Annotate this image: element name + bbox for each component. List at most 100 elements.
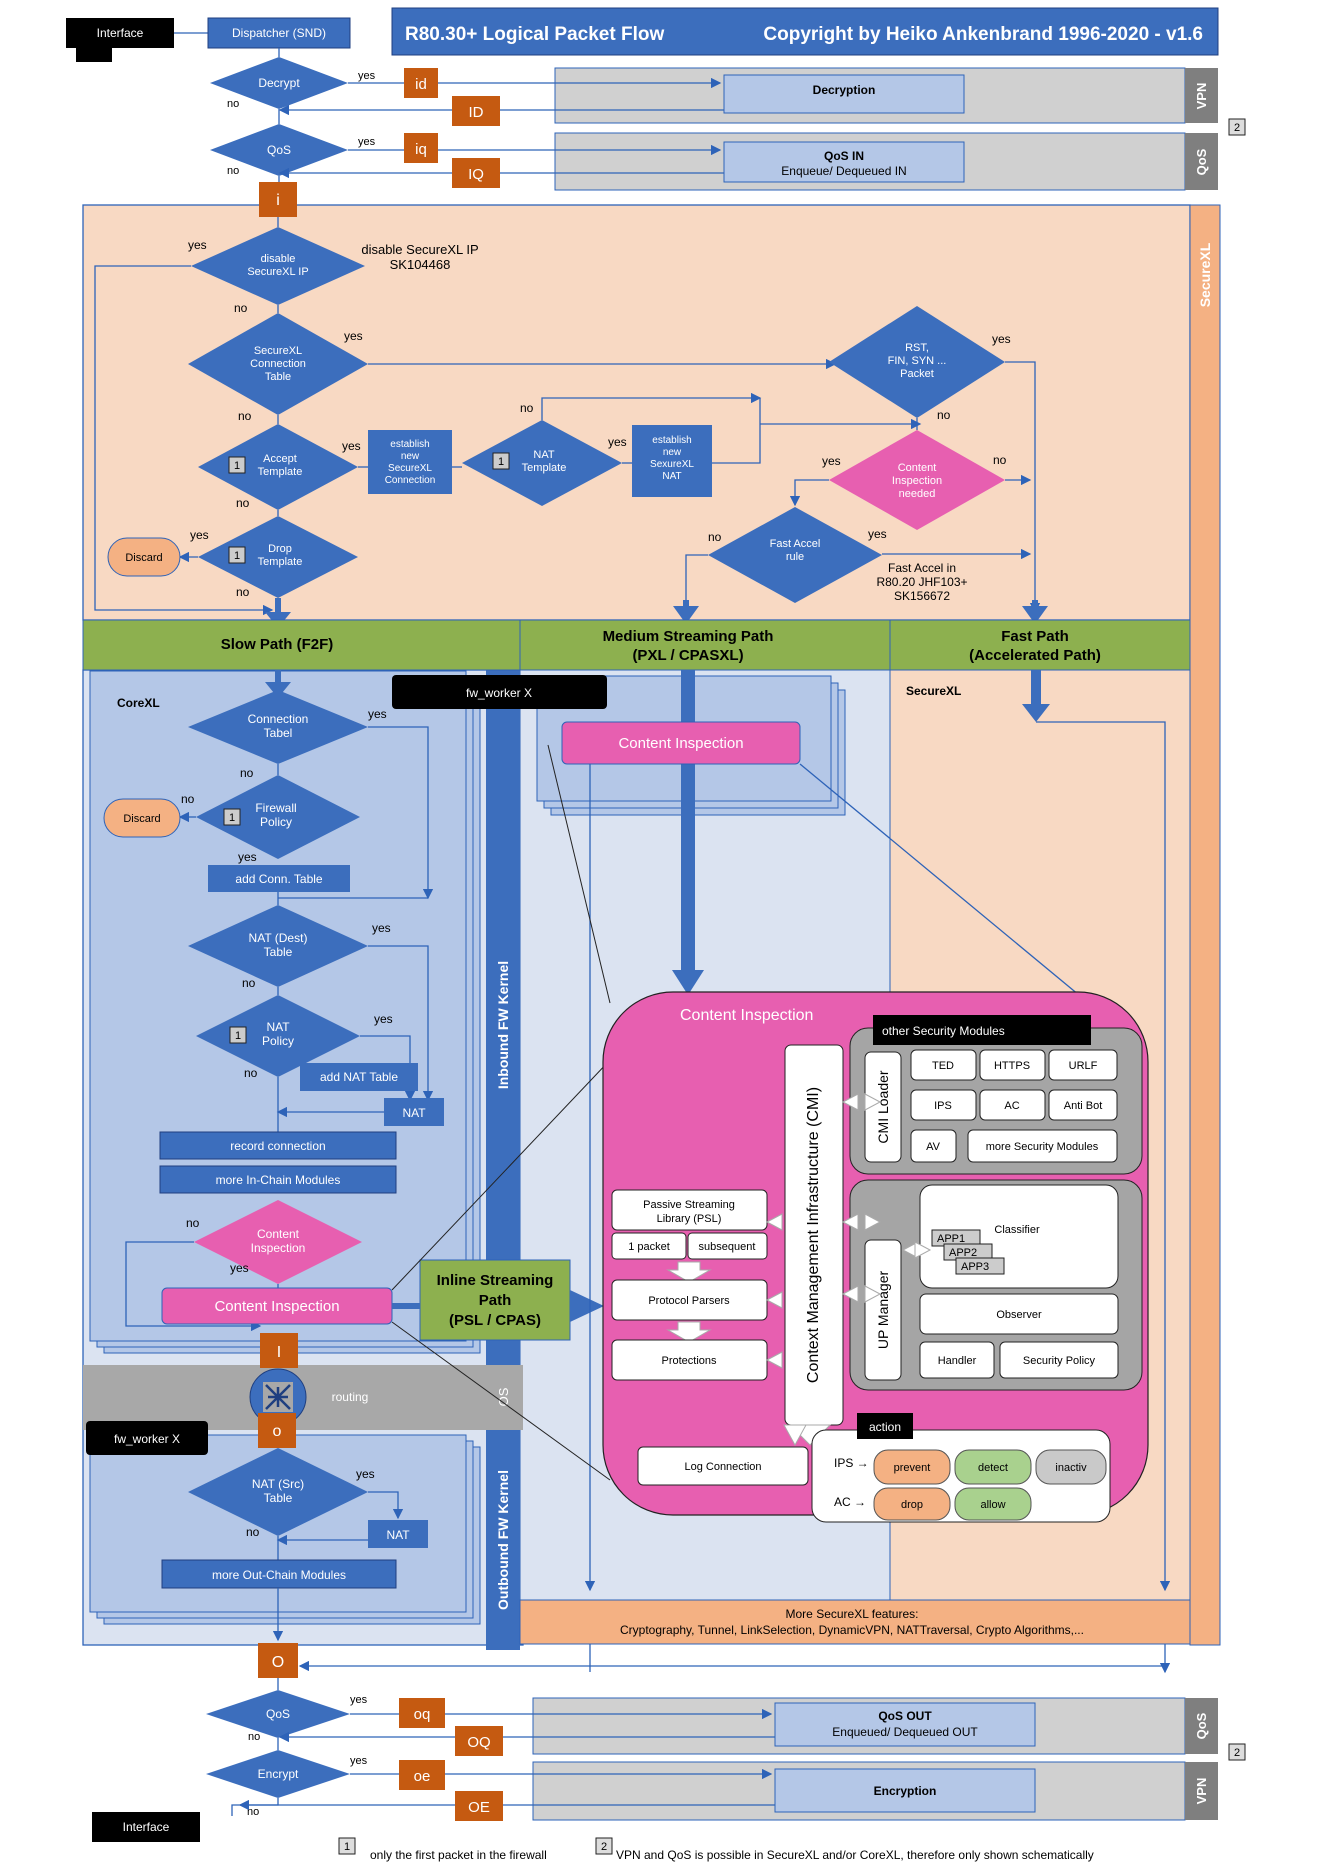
I-box — [260, 1333, 298, 1368]
svg-text:APP1: APP1 — [937, 1233, 965, 1245]
up-manager — [864, 1239, 902, 1381]
disable-securexl-ip-decision — [191, 227, 365, 305]
svg-text:no: no — [227, 98, 239, 110]
footnote-2-badge — [595, 1837, 613, 1855]
svg-text:Connection: Connection — [385, 475, 436, 486]
outbound-kernel-bar — [486, 1430, 520, 1650]
observer-box — [919, 1293, 1119, 1335]
svg-text:Connection: Connection — [248, 712, 309, 726]
svg-text:SK156672: SK156672 — [894, 589, 950, 603]
i-box — [259, 182, 297, 217]
svg-text:prevent: prevent — [894, 1462, 931, 1474]
svg-text:AC: AC — [1004, 1100, 1019, 1112]
encryption-box — [774, 1768, 1036, 1813]
svg-text:no: no — [993, 453, 1007, 467]
svg-text:more Out-Chain Modules: more Out-Chain Modules — [212, 1568, 346, 1582]
securexl-band — [1189, 204, 1221, 1646]
svg-text:oe: oe — [414, 1768, 431, 1785]
svg-text:NAT: NAT — [266, 1020, 290, 1034]
svg-text:establish: establish — [390, 439, 429, 450]
module-https — [979, 1049, 1046, 1081]
svg-text:yes: yes — [374, 1012, 393, 1026]
svg-text:more In-Chain Modules: more In-Chain Modules — [216, 1173, 341, 1187]
svg-text:NAT (Src): NAT (Src) — [252, 1477, 304, 1491]
svg-text:yes: yes — [368, 707, 387, 721]
svg-text:yes: yes — [608, 435, 627, 449]
action-drop — [873, 1487, 951, 1521]
svg-text:i: i — [276, 192, 280, 209]
svg-text:QoS: QoS — [1194, 1712, 1209, 1739]
svg-text:yes: yes — [358, 136, 376, 148]
O-box — [258, 1643, 298, 1678]
decryption-box — [723, 74, 965, 114]
module-more — [967, 1129, 1118, 1163]
discard-corexl — [103, 798, 181, 838]
svg-text:APP2: APP2 — [949, 1247, 977, 1259]
app3 — [955, 1257, 1005, 1275]
svg-text:allow: allow — [980, 1499, 1005, 1511]
svg-text:Protocol Parsers: Protocol Parsers — [648, 1295, 730, 1307]
svg-text:(PXL / CPASXL): (PXL / CPASXL) — [632, 647, 743, 664]
discard-top — [107, 537, 181, 577]
svg-text:Log Connection: Log Connection — [684, 1461, 761, 1473]
outbound-kernel-label: Outbound FW Kernel — [495, 1470, 511, 1610]
iq-box — [404, 133, 438, 163]
svg-text:no: no — [240, 766, 254, 780]
drop-template-decision — [198, 516, 358, 598]
more-securexl-features — [519, 1599, 1191, 1645]
svg-text:Inspection: Inspection — [251, 1241, 306, 1255]
copyright: Copyright by Heiko Ankenbrand 1996-2020 … — [763, 24, 1203, 45]
security-policy-box — [999, 1341, 1119, 1379]
more-out-chain — [161, 1559, 397, 1589]
IQ-box — [452, 158, 500, 188]
svg-text:Anti Bot: Anti Bot — [1064, 1100, 1103, 1112]
svg-text:Inline Streaming: Inline Streaming — [437, 1272, 554, 1289]
svg-text:yes: yes — [868, 527, 887, 541]
fast-securexl-label: SecureXL — [906, 684, 961, 698]
note-2-top — [1228, 118, 1246, 136]
corexl-title: CoreXL — [117, 696, 160, 710]
svg-text:yes: yes — [822, 454, 841, 468]
OE-box — [455, 1791, 503, 1821]
svg-text:Fast Accel in: Fast Accel in — [888, 561, 956, 575]
oe-box — [399, 1760, 445, 1790]
encrypt-decision — [206, 1750, 350, 1798]
svg-text:AV: AV — [926, 1141, 941, 1153]
svg-text:no: no — [244, 1066, 258, 1080]
svg-text:Template: Template — [522, 462, 567, 474]
svg-text:Table: Table — [264, 945, 293, 959]
connection-tabel-decision — [188, 690, 368, 764]
svg-text:no: no — [236, 496, 250, 510]
handler-box — [919, 1341, 995, 1379]
dispatcher-box — [207, 17, 351, 49]
qos-in-decision — [210, 124, 348, 176]
svg-text:drop: drop — [901, 1499, 923, 1511]
inline-streaming-path — [419, 1259, 571, 1341]
svg-text:no: no — [234, 301, 248, 315]
svg-text:Encryption: Encryption — [874, 1784, 937, 1798]
svg-text:establish: establish — [652, 435, 691, 446]
svg-text:Handler: Handler — [938, 1355, 977, 1367]
dispatcher-label: Dispatcher (SND) — [232, 26, 326, 40]
ci-medium — [561, 721, 801, 765]
firewall-policy-decision — [196, 775, 360, 859]
svg-text:no: no — [247, 1806, 259, 1818]
svg-text:Fast Path: Fast Path — [1001, 628, 1069, 645]
svg-text:NAT: NAT — [662, 471, 681, 482]
record-connection — [159, 1131, 397, 1160]
svg-text:Context Management Infrastruct: Context Management Infrastructure (CMI) — [805, 1087, 822, 1383]
svg-text:Content Inspection: Content Inspection — [618, 735, 743, 752]
svg-text:FIN, SYN ...: FIN, SYN ... — [888, 355, 947, 367]
svg-text:Firewall: Firewall — [255, 801, 296, 815]
medium-path-bar — [519, 619, 891, 671]
svg-text:no: no — [238, 409, 252, 423]
OQ-box — [455, 1726, 503, 1756]
svg-text:SecureXL: SecureXL — [388, 463, 432, 474]
svg-text:new: new — [401, 451, 420, 462]
id-box — [404, 68, 438, 98]
page-title: R80.30+ Logical Packet Flow — [405, 24, 664, 45]
svg-text:R80.20 JHF103+: R80.20 JHF103+ — [876, 575, 967, 589]
svg-text:Packet: Packet — [900, 368, 934, 380]
svg-text:1: 1 — [235, 1030, 241, 1042]
